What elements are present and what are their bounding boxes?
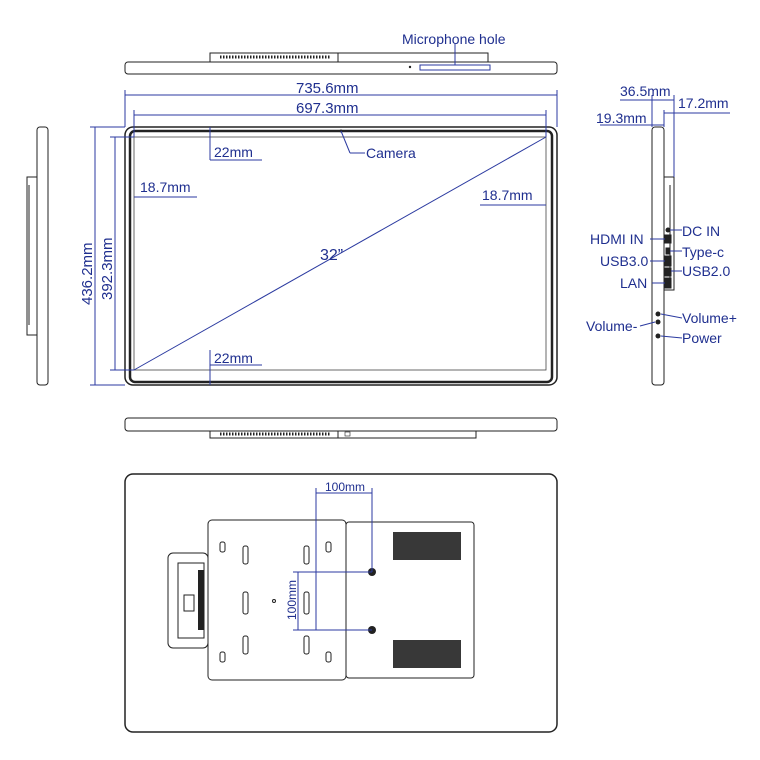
height-total-label: 436.2mm xyxy=(79,242,96,305)
left-side-view xyxy=(26,126,49,386)
hdmi-port xyxy=(664,234,672,244)
hdmi-label: HDMI IN xyxy=(590,231,644,247)
diagonal-line xyxy=(133,136,547,371)
top-border-label: 22mm xyxy=(214,144,253,160)
lan-label: LAN xyxy=(620,275,647,291)
right-border-label: 18.7mm xyxy=(482,187,533,203)
type-c-label: Type-c xyxy=(682,244,724,260)
power-button xyxy=(655,333,661,339)
bottom-view xyxy=(124,417,558,439)
usb2-port xyxy=(664,267,672,277)
vesa-vertical-label: 100mm xyxy=(285,580,299,620)
microphone-hole-label: Microphone hole xyxy=(402,31,506,47)
top-view: Microphone hole xyxy=(124,31,558,75)
lan-port xyxy=(664,277,672,289)
vesa-horizontal-label: 100mm xyxy=(325,480,365,494)
usb3-label: USB3.0 xyxy=(600,253,648,269)
height-active-label: 392.3mm xyxy=(99,237,116,300)
right-side-view: 36.5mm 19.3mm 17.2mm HDMI IN DC IN Type-… xyxy=(586,83,737,386)
left-border-label: 18.7mm xyxy=(140,179,191,195)
depth-side-label: 17.2mm xyxy=(678,95,729,111)
depth-panel-label: 19.3mm xyxy=(596,110,647,126)
width-total-label: 735.6mm xyxy=(296,80,359,97)
width-active-label: 697.3mm xyxy=(296,100,359,117)
camera-label: Camera xyxy=(366,145,416,161)
type-c-port xyxy=(665,247,671,255)
bottom-border-label: 22mm xyxy=(214,350,253,366)
volume-down-button xyxy=(655,319,661,325)
front-view: 735.6mm 697.3mm 22mm Camera 18.7mm 18.7m… xyxy=(79,80,558,386)
dc-in-port xyxy=(665,227,671,233)
diagonal-label: 32” xyxy=(320,247,343,264)
rear-view: 100mm 100mm xyxy=(124,473,558,733)
volume-up-button xyxy=(655,311,661,317)
vent-grille-top xyxy=(393,532,461,560)
usb3-port xyxy=(664,255,672,267)
volume-up-label: Volume+ xyxy=(682,310,737,326)
vent-grille-bottom xyxy=(393,640,461,668)
power-label: Power xyxy=(682,330,722,346)
volume-down-label: Volume- xyxy=(586,318,638,334)
depth-total-label: 36.5mm xyxy=(620,83,671,99)
usb2-label: USB2.0 xyxy=(682,263,730,279)
dc-in-label: DC IN xyxy=(682,223,720,239)
